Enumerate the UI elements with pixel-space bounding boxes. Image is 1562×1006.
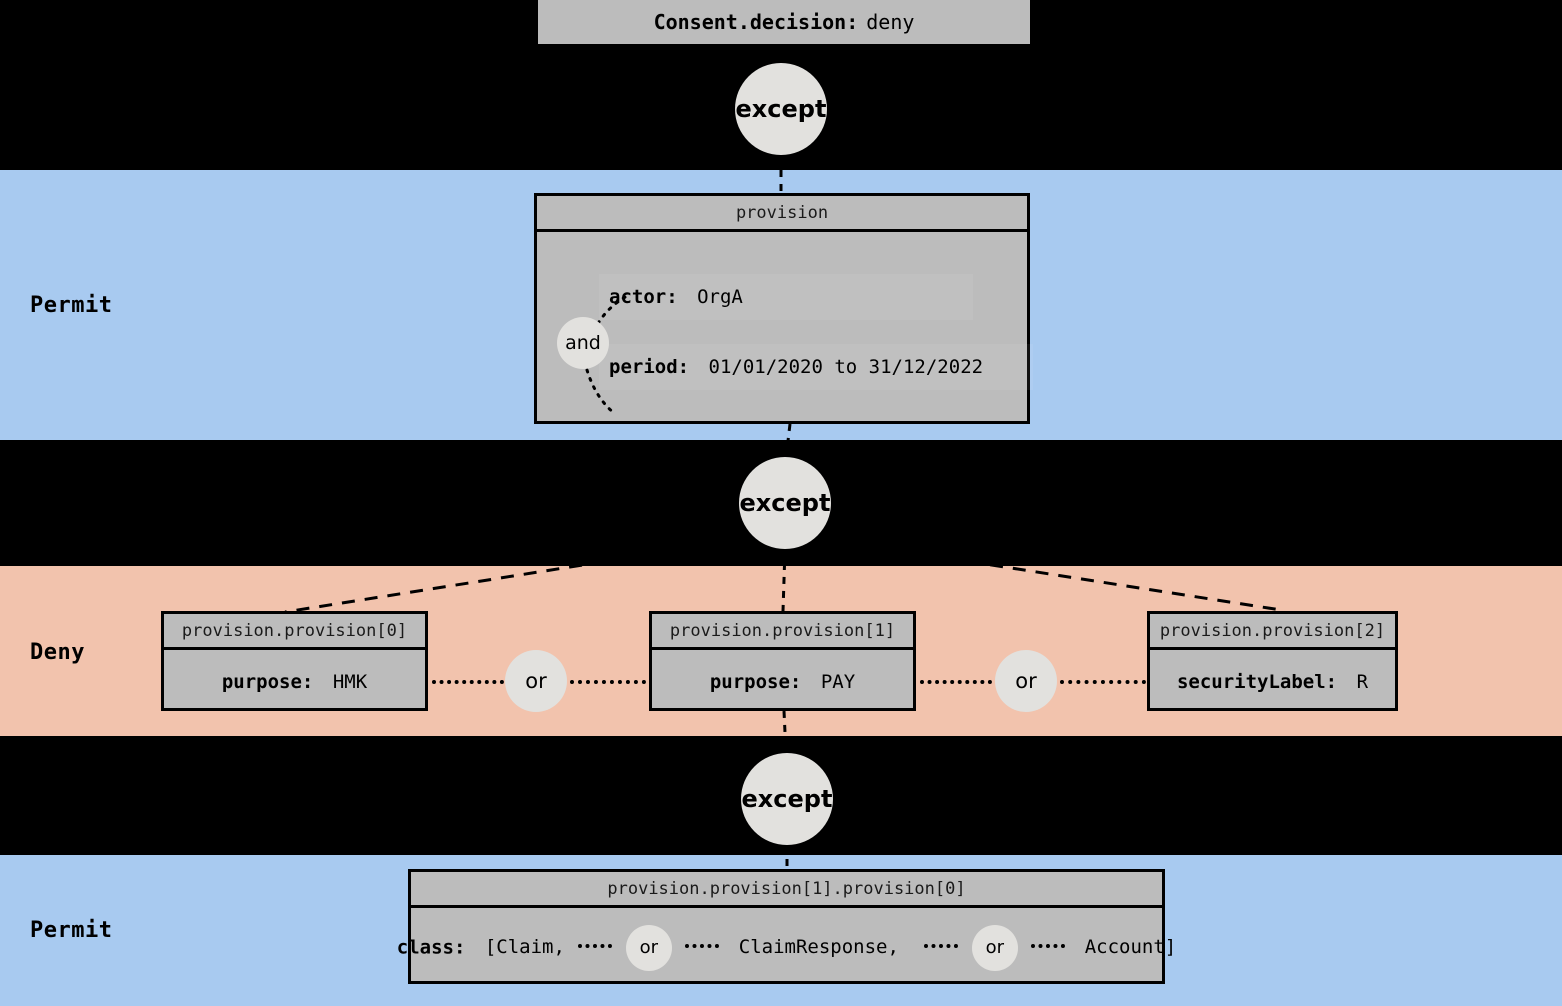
node-provision-root[interactable]: provision actor: OrgA period: 01/01/2020…	[534, 193, 1033, 424]
node-provision-2-header: provision.provision[2]	[1150, 614, 1395, 650]
band-label-permit-bottom: Permit	[30, 918, 113, 943]
node-provision-root-row-actor: actor: OrgA	[599, 274, 973, 320]
band-label-deny: Deny	[30, 640, 85, 665]
node-provision-root-header: provision	[537, 196, 1027, 232]
permit-leaf-first: [Claim,	[484, 936, 565, 958]
operator-or-4[interactable]: or	[971, 924, 1018, 971]
node-permit-leaf-header: provision.provision[1].provision[0]	[411, 872, 1162, 908]
node-provision-0[interactable]: provision.provision[0] purpose: HMK	[161, 611, 428, 711]
node-permit-leaf[interactable]: provision.provision[1].provision[0] clas…	[397, 869, 1176, 984]
operator-or-1[interactable]: or	[505, 650, 567, 712]
provision-actor-kv: actor: OrgA	[609, 286, 743, 308]
node-provision-1[interactable]: provision.provision[1] purpose: PAY	[649, 611, 916, 711]
operator-and[interactable]: and	[557, 317, 609, 369]
or-dot-left	[578, 943, 613, 948]
node-provision-2-kv: securityLabel: R	[1176, 671, 1369, 693]
operator-except-3[interactable]: except	[741, 753, 833, 845]
or-dot-left-b	[685, 943, 720, 948]
operator-except-1[interactable]: except	[735, 63, 827, 155]
operator-or-3[interactable]: or	[625, 924, 672, 971]
node-provision-1-header: provision.provision[1]	[652, 614, 913, 650]
node-provision-0-kv: purpose: HMK	[221, 671, 368, 693]
node-permit-leaf-kv: class: [Claim, or ClaimResponse, or Acco…	[396, 924, 1177, 971]
node-provision-1-kv: purpose: PAY	[709, 671, 856, 693]
permit-leaf-third: Account]	[1084, 936, 1177, 958]
consent-decision-value: deny	[866, 10, 915, 34]
provision-period-kv: period: 01/01/2020 to 31/12/2022	[609, 356, 984, 378]
or-dot-right-b	[1031, 943, 1066, 948]
or-connector-right-a	[920, 680, 992, 684]
permit-leaf-second: ClaimResponse,	[738, 936, 899, 958]
or-connector-left-a	[432, 680, 504, 684]
node-provision-root-row-period: period: 01/01/2020 to 31/12/2022	[599, 344, 1033, 390]
consent-decision-key: Consent.decision:	[653, 10, 859, 34]
or-connector-left-b	[570, 680, 646, 684]
and-operator-arcs	[585, 294, 629, 412]
band-label-permit-top: Permit	[30, 293, 113, 318]
permit-leaf-key: class:	[396, 936, 466, 958]
node-provision-0-header: provision.provision[0]	[164, 614, 425, 650]
operator-or-2[interactable]: or	[995, 650, 1057, 712]
node-provision-2[interactable]: provision.provision[2] securityLabel: R	[1147, 611, 1398, 711]
or-connector-right-b	[1060, 680, 1146, 684]
consent-decision-banner: Consent.decision: deny	[538, 0, 1030, 44]
or-dot-right	[924, 943, 959, 948]
operator-except-2[interactable]: except	[739, 457, 831, 549]
